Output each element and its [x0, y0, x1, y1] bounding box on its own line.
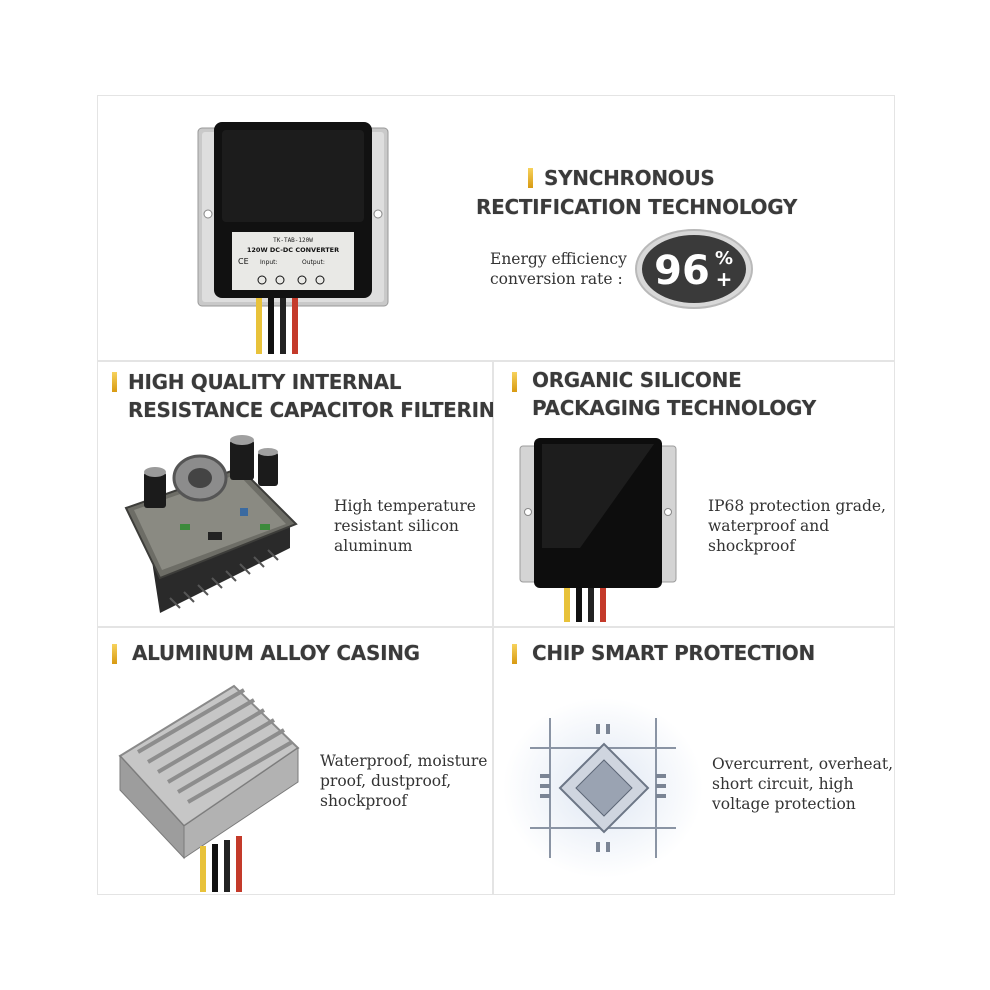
accent-bar	[528, 168, 533, 188]
accent-bar	[512, 372, 517, 392]
feature-desc-line3: shockproof	[708, 537, 796, 555]
feature-title-line1: ORGANIC SILICONE	[532, 368, 742, 392]
feature-desc-line1: High temperature	[334, 497, 476, 515]
feature-desc-line2: waterproof and	[708, 517, 830, 535]
sealed-converter-image	[519, 438, 677, 622]
aluminum-casing-panel: ALUMINUM ALLOY CASING Waterproof, moistu…	[98, 628, 492, 894]
feature-desc-line3: voltage protection	[712, 795, 856, 813]
accent-bar	[512, 644, 517, 664]
device-label-text: 120W DC-DC CONVERTER	[247, 246, 339, 254]
feature-desc-line3: shockproof	[320, 792, 408, 810]
feature-title-line2: RESISTANCE CAPACITOR FILTERING	[128, 398, 512, 422]
capacitor-filtering-panel: HIGH QUALITY INTERNAL RESISTANCE CAPACIT…	[98, 362, 512, 626]
accent-bar	[112, 372, 117, 392]
feature-title-line1: ALUMINUM ALLOY CASING	[132, 641, 420, 665]
feature-desc-line3: aluminum	[334, 537, 413, 555]
silicone-packaging-panel: ORGANIC SILICONE PACKAGING TECHNOLOGY IP…	[494, 362, 894, 626]
feature-desc-line2: proof, dustproof,	[320, 772, 452, 790]
aluminum-casing-image	[118, 684, 300, 892]
feature-desc-line1: Overcurrent, overheat,	[712, 755, 893, 773]
accent-bar	[112, 644, 117, 664]
svg-text:CE: CE	[238, 257, 249, 266]
chip-image	[503, 698, 703, 878]
feature-title-line1: CHIP SMART PROTECTION	[532, 641, 815, 665]
converter-product-image: TK-TAB-120W 120W DC-DC CONVERTER CE Inpu…	[197, 122, 389, 354]
efficiency-label-line2: conversion rate :	[490, 270, 623, 288]
circuit-board-image	[124, 435, 298, 613]
feature-title-line2: PACKAGING TECHNOLOGY	[532, 396, 816, 420]
efficiency-plus: +	[716, 267, 733, 291]
chip-protection-panel: CHIP SMART PROTECTION Overcurrent, overh…	[494, 628, 894, 894]
device-input-text: Input:	[260, 259, 278, 266]
svg-text:TK-TAB-120W: TK-TAB-120W	[273, 237, 313, 244]
device-output-text: Output:	[302, 259, 325, 266]
feature-desc-line1: IP68 protection grade,	[708, 497, 886, 515]
efficiency-value: 96	[654, 248, 710, 294]
feature-title-line1: HIGH QUALITY INTERNAL	[128, 370, 402, 394]
efficiency-label-line1: Energy efficiency	[490, 250, 627, 268]
efficiency-badge: 96 % +	[635, 229, 753, 309]
synchronous-rectification-panel: TK-TAB-120W 120W DC-DC CONVERTER CE Inpu…	[98, 96, 894, 360]
feature-desc-line2: short circuit, high	[712, 775, 854, 793]
section-title-line2: RECTIFICATION TECHNOLOGY	[476, 195, 798, 219]
feature-desc-line1: Waterproof, moisture	[320, 752, 488, 770]
efficiency-unit: %	[715, 248, 733, 269]
feature-desc-line2: resistant silicon	[334, 517, 459, 535]
section-title-line1: SYNCHRONOUS	[544, 166, 715, 190]
